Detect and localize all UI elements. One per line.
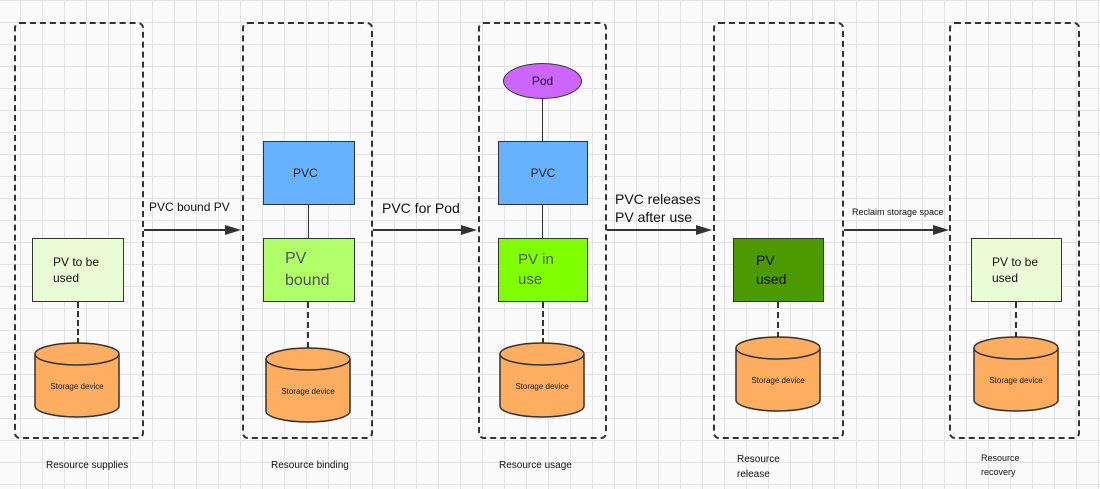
pvc-pv-connector: [542, 205, 543, 238]
stage-resource-usage: [478, 22, 607, 439]
pv-storage-connector: [777, 302, 779, 338]
storage-device-cylinder: Storage device: [499, 342, 585, 418]
pv-storage-connector: [1015, 302, 1017, 338]
pv-to-be-used-box: PV to be used: [971, 238, 1062, 302]
storage-device-cylinder: Storage device: [973, 336, 1059, 412]
pv-storage-connector: [542, 302, 544, 344]
stage-resource-recovery: [949, 22, 1080, 439]
transition-label: Reclaim storage space: [852, 207, 944, 217]
stage-label: Resource recovery: [981, 453, 1020, 477]
pv-used-box: PV used: [733, 238, 824, 302]
stage-label: Resource binding: [271, 460, 349, 471]
pvc-box: PVC: [498, 141, 588, 205]
storage-device-cylinder: Storage device: [735, 336, 821, 412]
storage-device-cylinder: Storage device: [34, 342, 120, 418]
transition-arrow: [373, 225, 477, 235]
stage-label: Resource usage: [499, 460, 572, 471]
pv-storage-connector: [307, 302, 309, 348]
storage-device-label: Storage device: [281, 387, 335, 396]
stage-resource-supplies: [14, 22, 144, 439]
storage-device-cylinder: Storage device: [265, 347, 351, 423]
pod-ellipse: Pod: [503, 63, 582, 99]
pvc-box: PVC: [263, 141, 355, 205]
pv-bound-box: PV bound: [263, 238, 355, 302]
storage-device-label: Storage device: [515, 382, 569, 391]
storage-device-label: Storage device: [989, 376, 1043, 385]
stage-resource-release: [713, 22, 844, 439]
pv-label: PV used: [756, 252, 787, 287]
pvc-label: PVC: [530, 165, 556, 180]
stage-label: Resource supplies: [46, 460, 129, 471]
transition-arrow: [607, 225, 712, 235]
transition-label: PVC for Pod: [382, 200, 460, 216]
pod-pvc-connector: [542, 99, 543, 141]
transition-label: PVC bound PV: [149, 200, 230, 214]
pvc-pv-connector: [308, 205, 309, 238]
pv-storage-connector: [77, 302, 79, 344]
transition-arrow: [844, 225, 949, 235]
pv-label: PV bound: [285, 250, 330, 289]
pv-label: PV to be used: [992, 254, 1039, 285]
pvc-label: PVC: [293, 165, 318, 180]
stage-label: Resource release: [737, 454, 780, 480]
storage-device-label: Storage device: [50, 382, 104, 391]
storage-device-label: Storage device: [751, 376, 805, 385]
transition-arrow: [144, 225, 241, 235]
transition-label: PVC releases PV after use: [615, 191, 701, 225]
pv-to-be-used-box: PV to be used: [32, 238, 124, 302]
pod-label: Pod: [531, 74, 554, 88]
pv-in-use-box: PV in use: [498, 238, 588, 302]
stage-resource-binding: [242, 22, 373, 439]
pv-label: PV to be used: [53, 254, 100, 285]
pv-label: PV in use: [518, 250, 554, 288]
